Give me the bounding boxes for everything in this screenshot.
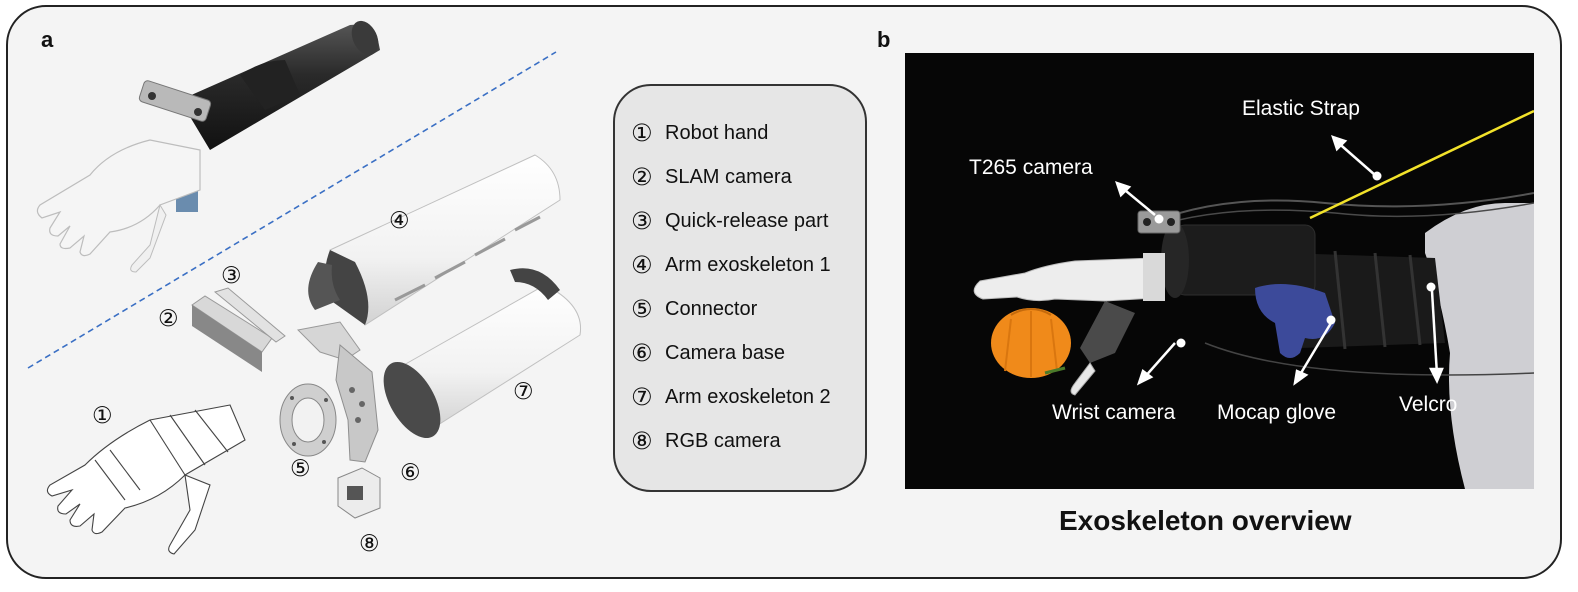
part-connector [279, 383, 337, 457]
legend-label: Connector [665, 297, 758, 320]
legend-marker: ④ [631, 251, 653, 279]
legend-marker: ⑦ [631, 383, 653, 411]
part-number-4: ④ [389, 207, 410, 233]
exoskeleton-photo: Elastic Strap T265 camera Wrist camera M… [905, 53, 1534, 489]
legend-item: ⑥ Camera base [631, 339, 785, 367]
exploded-view-illustration [27, 20, 582, 555]
legend-label: RGB camera [665, 429, 781, 452]
photo-illustration [905, 53, 1534, 489]
legend-item: ⑦ Arm exoskeleton 2 [631, 383, 831, 411]
part-arm-exoskeleton-1 [308, 154, 561, 326]
part-rgb-camera [337, 467, 381, 519]
legend-item: ⑤ Connector [631, 295, 757, 323]
legend-item: ④ Arm exoskeleton 1 [631, 251, 831, 279]
part-robot-hand [46, 404, 246, 555]
part-number-5: ⑤ [290, 455, 311, 481]
panel-a-label: a [41, 27, 54, 52]
legend-marker: ③ [631, 207, 653, 235]
part-arm-exoskeleton-2 [383, 268, 582, 438]
legend-marker: ⑥ [631, 339, 653, 367]
part-camera-base [296, 321, 379, 463]
legend-marker: ⑤ [631, 295, 653, 323]
legend-label: Camera base [665, 341, 786, 364]
label-wrist-camera: Wrist camera [1052, 401, 1176, 424]
legend-label: Quick-release part [665, 209, 829, 232]
legend-label: SLAM camera [665, 165, 792, 188]
part-number-1: ① [92, 402, 113, 428]
label-arrows [1115, 135, 1444, 386]
legend-item: ① Robot hand [631, 119, 768, 147]
legend-label: Arm exoskeleton 2 [665, 385, 831, 408]
part-slam-camera [191, 295, 273, 372]
part-quick-release [213, 287, 286, 343]
legend-marker: ② [631, 163, 653, 191]
separator-dashed-line [27, 51, 557, 369]
part-number-8: ⑧ [359, 530, 380, 556]
legend-marker: ① [631, 119, 653, 147]
legend-item: ⑧ RGB camera [631, 427, 781, 455]
legend-item: ③ Quick-release part [631, 207, 828, 235]
part-number-6: ⑥ [400, 459, 421, 485]
label-mocap-glove: Mocap glove [1217, 401, 1337, 424]
panel-b-label: b [877, 27, 891, 52]
part-number-7: ⑦ [513, 378, 534, 404]
legend-marker: ⑧ [631, 427, 653, 455]
legend-item: ② SLAM camera [631, 163, 792, 191]
label-t265-camera: T265 camera [969, 156, 1093, 179]
assembled-device [36, 20, 380, 273]
legend-label: Robot hand [665, 121, 769, 144]
legend-label: Arm exoskeleton 1 [665, 253, 831, 276]
photo-caption: Exoskeleton overview [1059, 505, 1352, 536]
part-number-3: ③ [221, 262, 242, 288]
label-elastic-strap: Elastic Strap [1242, 97, 1360, 120]
label-velcro: Velcro [1399, 393, 1458, 416]
parts-legend: ① Robot hand ② SLAM camera ③ Quick-relea… [613, 84, 867, 492]
part-number-2: ② [158, 305, 179, 331]
